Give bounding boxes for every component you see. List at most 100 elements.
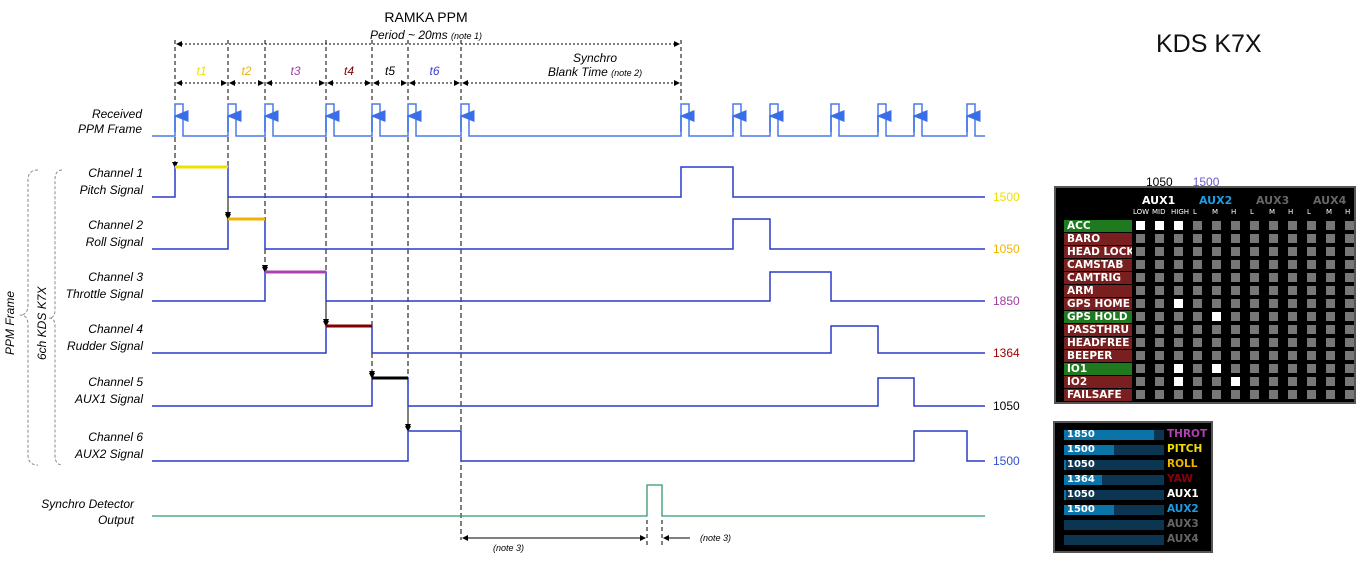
mode-checkbox[interactable] xyxy=(1136,221,1145,230)
mode-checkbox[interactable] xyxy=(1136,338,1145,347)
mode-checkbox[interactable] xyxy=(1345,338,1354,347)
mode-checkbox[interactable] xyxy=(1288,286,1297,295)
mode-checkbox[interactable] xyxy=(1288,338,1297,347)
mode-checkbox[interactable] xyxy=(1193,299,1202,308)
mode-checkbox[interactable] xyxy=(1231,338,1240,347)
mode-checkbox[interactable] xyxy=(1155,234,1164,243)
mode-checkbox[interactable] xyxy=(1288,364,1297,373)
mode-checkbox[interactable] xyxy=(1193,247,1202,256)
mode-checkbox[interactable] xyxy=(1307,338,1316,347)
mode-checkbox[interactable] xyxy=(1174,260,1183,269)
mode-checkbox[interactable] xyxy=(1212,260,1221,269)
mode-checkbox[interactable] xyxy=(1269,390,1278,399)
mode-checkbox[interactable] xyxy=(1174,312,1183,321)
mode-checkbox[interactable] xyxy=(1288,247,1297,256)
mode-checkbox[interactable] xyxy=(1250,390,1259,399)
mode-checkbox[interactable] xyxy=(1326,273,1335,282)
mode-checkbox[interactable] xyxy=(1345,260,1354,269)
mode-checkbox[interactable] xyxy=(1269,299,1278,308)
mode-checkbox[interactable] xyxy=(1174,377,1183,386)
mode-checkbox[interactable] xyxy=(1307,260,1316,269)
mode-checkbox[interactable] xyxy=(1345,325,1354,334)
mode-checkbox[interactable] xyxy=(1136,299,1145,308)
mode-checkbox[interactable] xyxy=(1193,221,1202,230)
mode-checkbox[interactable] xyxy=(1136,234,1145,243)
mode-checkbox[interactable] xyxy=(1250,299,1259,308)
mode-checkbox[interactable] xyxy=(1136,247,1145,256)
mode-checkbox[interactable] xyxy=(1136,390,1145,399)
mode-checkbox[interactable] xyxy=(1307,364,1316,373)
mode-checkbox[interactable] xyxy=(1136,286,1145,295)
mode-checkbox[interactable] xyxy=(1231,260,1240,269)
mode-checkbox[interactable] xyxy=(1174,221,1183,230)
mode-checkbox[interactable] xyxy=(1136,377,1145,386)
mode-checkbox[interactable] xyxy=(1155,351,1164,360)
mode-checkbox[interactable] xyxy=(1345,286,1354,295)
mode-checkbox[interactable] xyxy=(1193,351,1202,360)
mode-checkbox[interactable] xyxy=(1326,312,1335,321)
mode-checkbox[interactable] xyxy=(1212,312,1221,321)
mode-checkbox[interactable] xyxy=(1155,364,1164,373)
mode-checkbox[interactable] xyxy=(1193,325,1202,334)
mode-checkbox[interactable] xyxy=(1269,351,1278,360)
mode-checkbox[interactable] xyxy=(1136,351,1145,360)
mode-checkbox[interactable] xyxy=(1155,338,1164,347)
mode-checkbox[interactable] xyxy=(1307,234,1316,243)
mode-checkbox[interactable] xyxy=(1307,312,1316,321)
mode-checkbox[interactable] xyxy=(1326,260,1335,269)
mode-checkbox[interactable] xyxy=(1345,247,1354,256)
mode-checkbox[interactable] xyxy=(1212,299,1221,308)
mode-checkbox[interactable] xyxy=(1269,221,1278,230)
mode-checkbox[interactable] xyxy=(1250,338,1259,347)
mode-checkbox[interactable] xyxy=(1288,377,1297,386)
mode-checkbox[interactable] xyxy=(1231,247,1240,256)
mode-checkbox[interactable] xyxy=(1136,325,1145,334)
mode-checkbox[interactable] xyxy=(1174,234,1183,243)
mode-checkbox[interactable] xyxy=(1155,260,1164,269)
mode-checkbox[interactable] xyxy=(1288,312,1297,321)
mode-checkbox[interactable] xyxy=(1174,351,1183,360)
mode-checkbox[interactable] xyxy=(1269,377,1278,386)
mode-checkbox[interactable] xyxy=(1212,234,1221,243)
mode-checkbox[interactable] xyxy=(1326,234,1335,243)
mode-checkbox[interactable] xyxy=(1136,260,1145,269)
mode-checkbox[interactable] xyxy=(1326,390,1335,399)
mode-checkbox[interactable] xyxy=(1269,247,1278,256)
mode-checkbox[interactable] xyxy=(1231,390,1240,399)
mode-checkbox[interactable] xyxy=(1288,273,1297,282)
mode-checkbox[interactable] xyxy=(1193,377,1202,386)
mode-checkbox[interactable] xyxy=(1174,390,1183,399)
mode-checkbox[interactable] xyxy=(1155,325,1164,334)
mode-checkbox[interactable] xyxy=(1212,247,1221,256)
mode-checkbox[interactable] xyxy=(1288,299,1297,308)
mode-checkbox[interactable] xyxy=(1269,286,1278,295)
mode-checkbox[interactable] xyxy=(1193,390,1202,399)
mode-checkbox[interactable] xyxy=(1155,286,1164,295)
mode-checkbox[interactable] xyxy=(1231,312,1240,321)
mode-checkbox[interactable] xyxy=(1231,234,1240,243)
mode-checkbox[interactable] xyxy=(1250,273,1259,282)
mode-checkbox[interactable] xyxy=(1288,234,1297,243)
mode-checkbox[interactable] xyxy=(1326,364,1335,373)
mode-checkbox[interactable] xyxy=(1288,390,1297,399)
mode-checkbox[interactable] xyxy=(1345,377,1354,386)
mode-checkbox[interactable] xyxy=(1174,338,1183,347)
mode-checkbox[interactable] xyxy=(1269,338,1278,347)
mode-checkbox[interactable] xyxy=(1193,260,1202,269)
mode-checkbox[interactable] xyxy=(1155,273,1164,282)
mode-checkbox[interactable] xyxy=(1250,221,1259,230)
mode-checkbox[interactable] xyxy=(1231,364,1240,373)
mode-checkbox[interactable] xyxy=(1250,351,1259,360)
mode-checkbox[interactable] xyxy=(1307,273,1316,282)
mode-checkbox[interactable] xyxy=(1288,260,1297,269)
mode-checkbox[interactable] xyxy=(1155,247,1164,256)
mode-checkbox[interactable] xyxy=(1250,247,1259,256)
mode-checkbox[interactable] xyxy=(1174,286,1183,295)
mode-checkbox[interactable] xyxy=(1307,286,1316,295)
mode-checkbox[interactable] xyxy=(1269,260,1278,269)
mode-checkbox[interactable] xyxy=(1269,234,1278,243)
mode-checkbox[interactable] xyxy=(1326,351,1335,360)
mode-checkbox[interactable] xyxy=(1269,364,1278,373)
mode-checkbox[interactable] xyxy=(1326,299,1335,308)
mode-checkbox[interactable] xyxy=(1193,364,1202,373)
